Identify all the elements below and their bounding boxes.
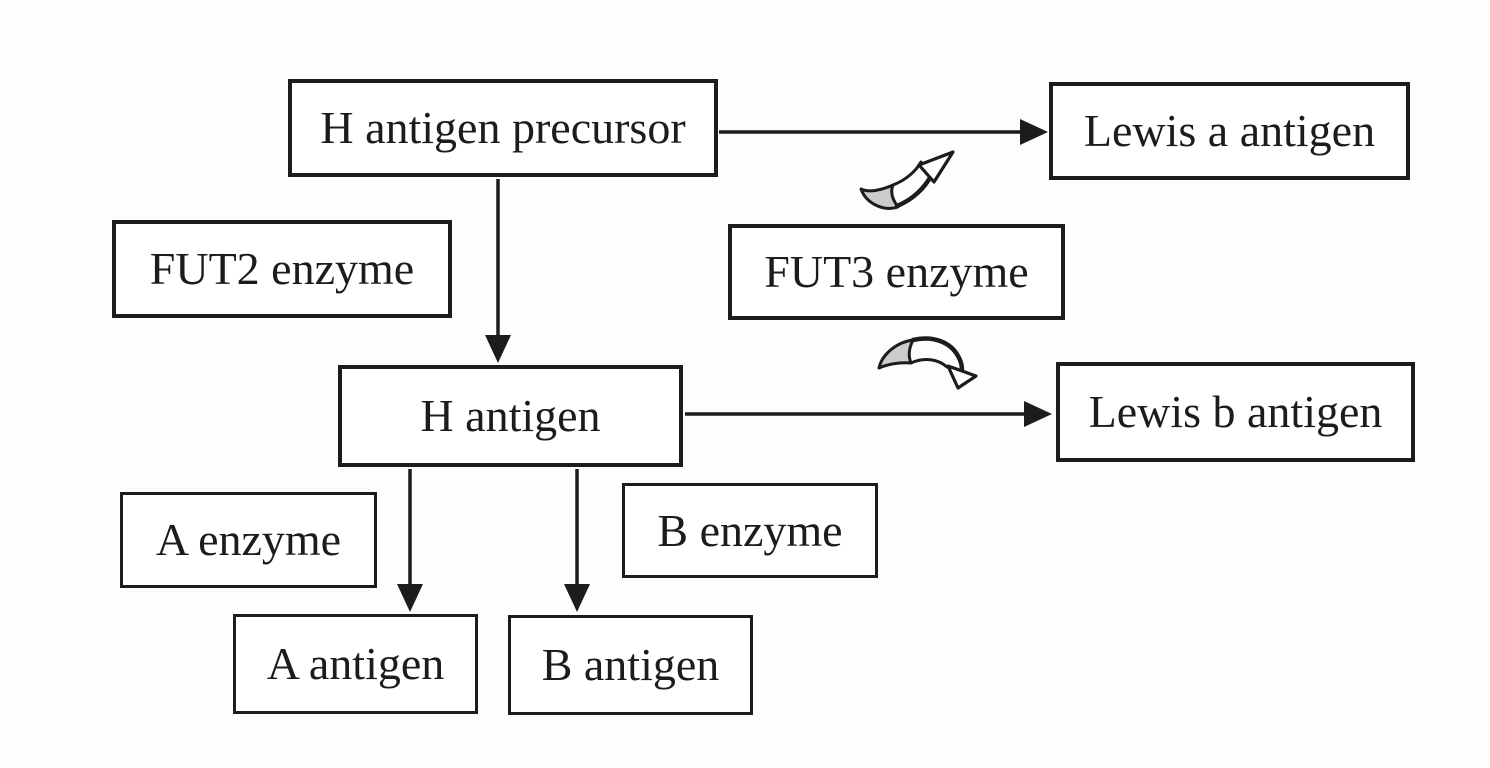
node-lewis-a-antigen: Lewis a antigen xyxy=(1049,82,1410,180)
node-fut3-enzyme: FUT3 enzyme xyxy=(728,224,1065,320)
node-fut3-enzyme-label: FUT3 enzyme xyxy=(764,246,1029,297)
node-a-antigen-label: A antigen xyxy=(266,638,445,689)
node-lewis-a-antigen-label: Lewis a antigen xyxy=(1083,105,1376,156)
node-h-antigen-precursor: H antigen precursor xyxy=(288,79,718,177)
node-a-enzyme: A enzyme xyxy=(120,492,377,588)
node-b-enzyme: B enzyme xyxy=(622,483,878,578)
curved-arrow-fut3-upper xyxy=(859,150,955,210)
node-b-antigen: B antigen xyxy=(508,615,753,715)
arrow-h-antigen-to-b-antigen xyxy=(564,469,590,612)
node-h-antigen-label: H antigen xyxy=(420,390,601,441)
node-h-antigen: H antigen xyxy=(338,365,683,467)
node-a-enzyme-label: A enzyme xyxy=(155,514,342,565)
node-lewis-b-antigen: Lewis b antigen xyxy=(1056,362,1415,462)
arrow-h-antigen-to-lewis-b xyxy=(685,401,1052,427)
node-a-antigen: A antigen xyxy=(233,614,478,714)
node-fut2-enzyme: FUT2 enzyme xyxy=(112,220,452,318)
arrow-precursor-to-lewis-a xyxy=(719,119,1048,145)
curved-arrow-fut3-lower xyxy=(877,336,978,390)
node-b-enzyme-label: B enzyme xyxy=(657,504,843,556)
arrow-precursor-to-h-antigen xyxy=(485,179,511,363)
node-h-antigen-precursor-label: H antigen precursor xyxy=(320,102,686,153)
node-lewis-b-antigen-label: Lewis b antigen xyxy=(1088,386,1383,437)
node-b-antigen-label: B antigen xyxy=(541,639,720,690)
arrow-h-antigen-to-a-antigen xyxy=(397,469,423,612)
node-fut2-enzyme-label: FUT2 enzyme xyxy=(149,243,415,294)
